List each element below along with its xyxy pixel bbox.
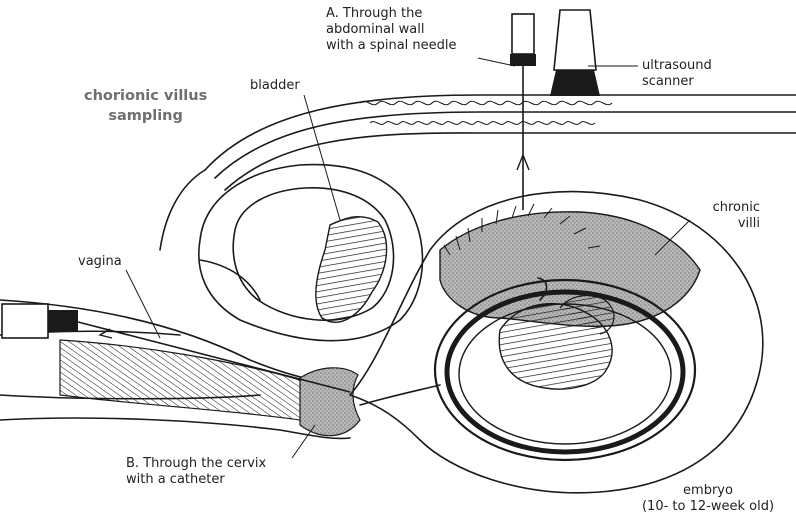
vagina-label: vagina <box>78 254 122 270</box>
title-line-1: chorionic villus <box>84 86 207 106</box>
ultrasound-label: ultrasound scanner <box>642 58 712 90</box>
title-line-2: sampling <box>84 106 207 126</box>
needle-label: A. Through the abdominal wall with a spi… <box>326 6 457 54</box>
bladder-label: bladder <box>250 78 300 94</box>
villi-label: chronic villi <box>696 200 760 232</box>
embryo-label-line-1: embryo <box>628 483 788 499</box>
cervix-label-line-1: B. Through the cervix <box>126 456 266 472</box>
ultrasound-label-line-1: ultrasound <box>642 58 712 74</box>
ultrasound-scanner <box>550 10 600 96</box>
needle-label-line-1: A. Through the <box>326 6 457 22</box>
ultrasound-label-line-2: scanner <box>642 74 712 90</box>
villi-label-line-1: chronic <box>696 200 760 216</box>
embryo-label-line-2: (10- to 12-week old) <box>628 499 788 515</box>
bladder <box>199 165 423 341</box>
cervix-label: B. Through the cervix with a catheter <box>126 456 266 488</box>
embryo-label: embryo (10- to 12-week old) <box>628 483 788 515</box>
needle-label-line-3: with a spinal needle <box>326 38 457 54</box>
villi-label-line-2: villi <box>696 216 760 232</box>
cervix-label-line-2: with a catheter <box>126 472 266 488</box>
needle-label-line-2: abdominal wall <box>326 22 457 38</box>
diagram-title: chorionic villus sampling <box>84 86 207 126</box>
